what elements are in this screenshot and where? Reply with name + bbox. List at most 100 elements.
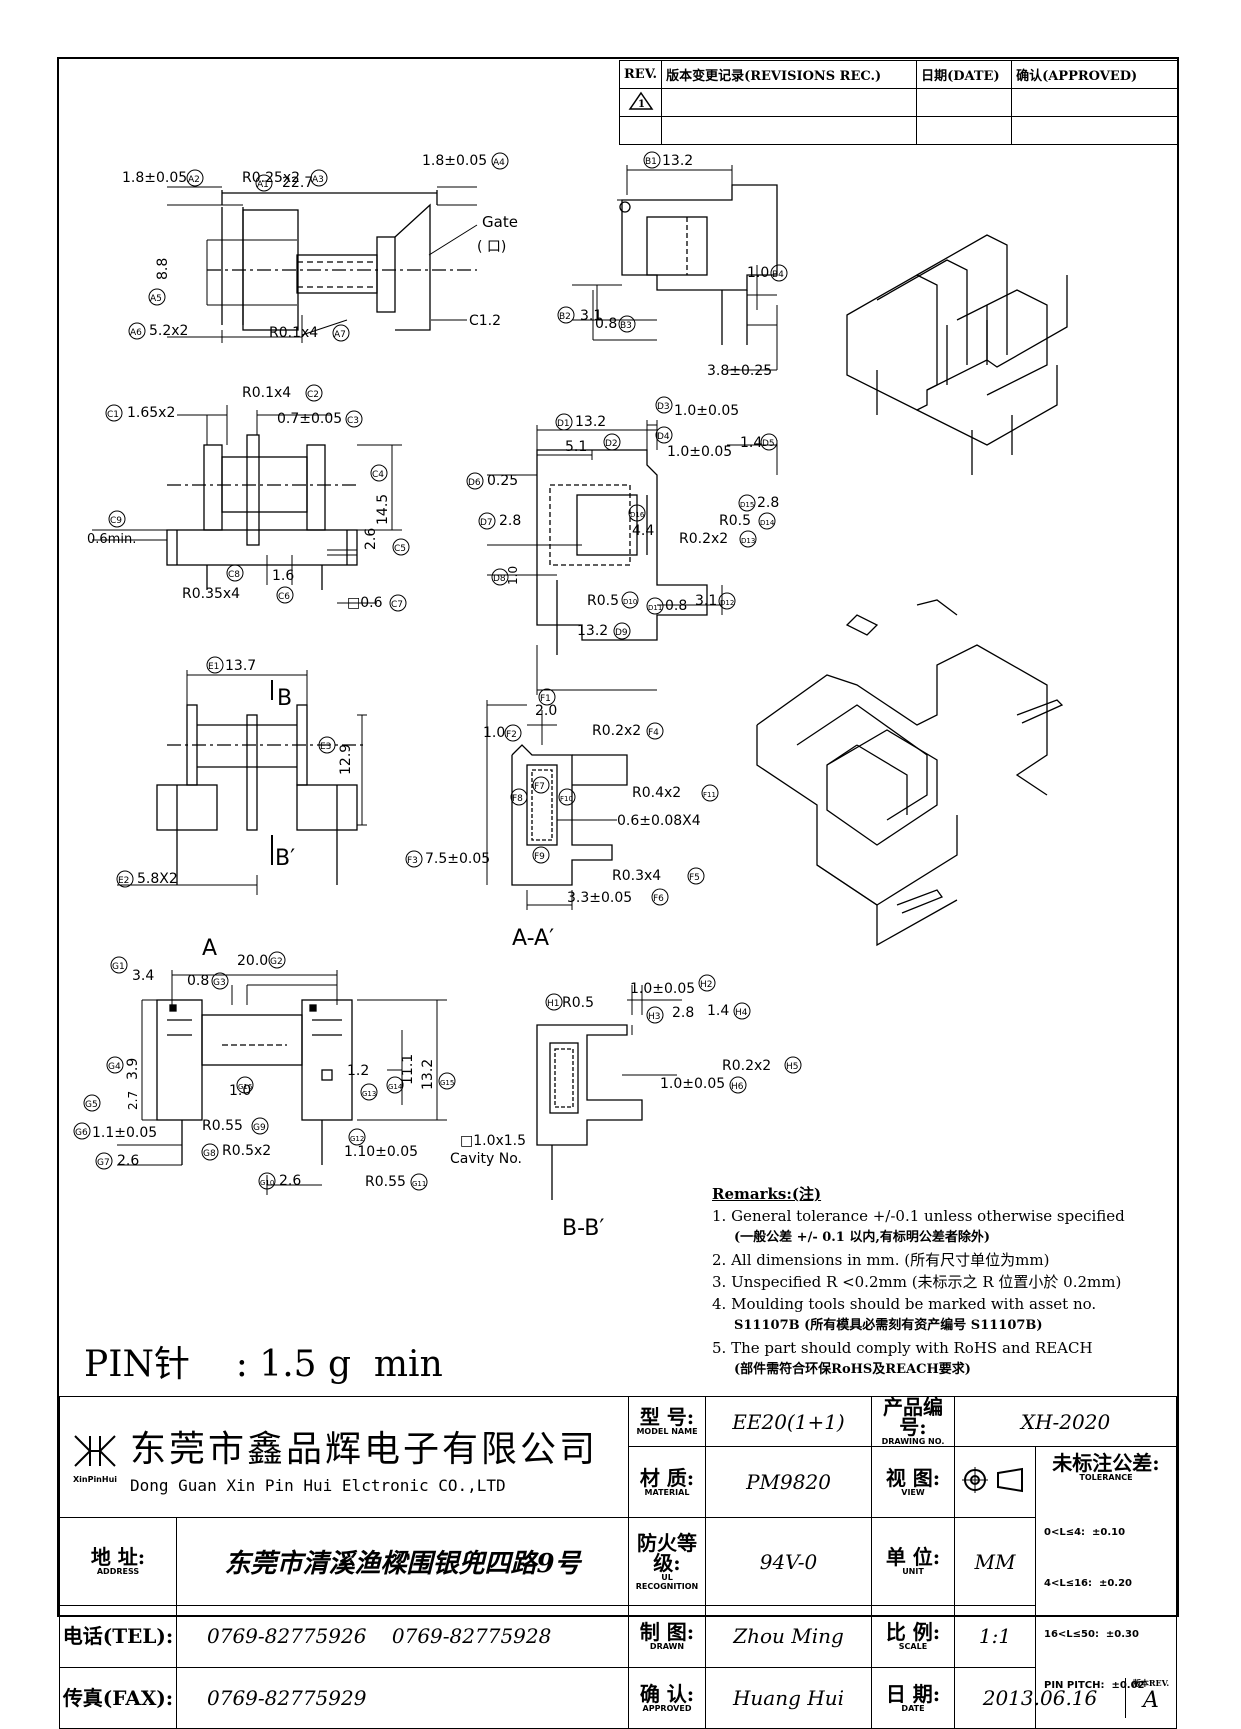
a3-label: R0.25x2 xyxy=(242,170,300,186)
c1-label: 1.65x2 xyxy=(127,405,175,421)
view-label-cell: 视 图: VIEW xyxy=(871,1445,955,1519)
drawing-area: 22.7 A1 1.8±0.05 A2 R0.25x2 A3 1.8±0.05 … xyxy=(57,145,1179,1400)
f3-tag: F3 xyxy=(407,856,418,866)
remark-5-cn: (部件需符合环保RoHS及REACH要求) xyxy=(734,1362,971,1377)
c6-label: 1.6 xyxy=(272,568,294,584)
f6-label: 3.3±0.05 xyxy=(567,890,632,906)
g6-label: 1.1±0.05 xyxy=(92,1125,157,1141)
projection-symbol-cell xyxy=(954,1445,1036,1519)
a4-label: 1.8±0.05 xyxy=(422,153,487,169)
h3-label: 2.8 xyxy=(672,1005,694,1021)
d7-tag: D7 xyxy=(480,518,493,528)
d7-label: 2.8 xyxy=(499,513,521,529)
f6-tag: F6 xyxy=(653,894,664,904)
g4-label: 3.9 xyxy=(125,1058,141,1080)
approved-label-cell: 确 认: APPROVED xyxy=(628,1667,706,1729)
address-label-cell: 地 址: ADDRESS xyxy=(59,1517,177,1606)
h4-label: 1.4 xyxy=(707,1003,729,1019)
e2-label: 5.8X2 xyxy=(137,871,178,887)
material-value: PM9820 xyxy=(705,1445,872,1519)
c2-tag: C2 xyxy=(307,390,319,400)
f5-label: R0.3x4 xyxy=(612,868,661,884)
revision-label: 版本REV. xyxy=(1132,1678,1170,1689)
top-view-c: 1.65x2 C1 R0.1x4 C2 0.7±0.05 C3 14.5 C4 … xyxy=(87,384,410,612)
f4-tag: F4 xyxy=(648,728,659,738)
d11-label: 0.8 xyxy=(665,598,687,614)
company-logo: XinPinHui xyxy=(60,1431,130,1484)
gate-mark: ( 口) xyxy=(477,239,506,255)
revisions-header: 版本变更记录(REVISIONS REC.) xyxy=(661,60,918,89)
company-name-en: Dong Guan Xin Pin Hui Elctronic CO.,LTD xyxy=(130,1475,506,1495)
isometric-view-top xyxy=(846,234,1068,475)
tolerance-sub: TOLERANCE xyxy=(1079,1473,1133,1482)
g13-tag: G13 xyxy=(362,1090,376,1098)
side-view-d: 13.2 D1 5.1 D2 1.0±0.05 D3 1.0±0.05 D4 1… xyxy=(466,396,779,695)
c4-tag: C4 xyxy=(372,470,384,480)
d9-tag: D9 xyxy=(615,628,628,638)
d2-tag: D2 xyxy=(605,439,618,449)
b2-tag: B2 xyxy=(559,312,571,322)
revision-table: REV. 版本变更记录(REVISIONS REC.) 日期(DATE) 确认(… xyxy=(618,60,1179,145)
remark-2: 2. All dimensions in mm. (所有尺寸单位为mm) xyxy=(712,1251,1050,1269)
f5-tag: F5 xyxy=(689,873,700,883)
h6-tag: H6 xyxy=(731,1082,744,1092)
c1-tag: C1 xyxy=(107,410,119,420)
approved-value: Huang Hui xyxy=(705,1667,872,1729)
h1-label: R0.5 xyxy=(562,995,594,1011)
b3-label: 0.8 xyxy=(595,316,617,332)
b2-label: 3.1 xyxy=(580,308,602,324)
remarks-title: Remarks:(注) xyxy=(712,1185,822,1203)
b-pitch-label: 3.8±0.25 xyxy=(707,363,772,379)
company-cell: XinPinHui 东莞市鑫品辉电子有限公司 Dong Guan Xin Pin… xyxy=(59,1395,629,1519)
d1-label: 13.2 xyxy=(575,414,606,430)
ul-label-cell: 防火等级: UL RECOGNITION xyxy=(628,1517,706,1606)
remark-5: 5. The part should comply with RoHS and … xyxy=(712,1339,1093,1357)
h6-label: 1.0±0.05 xyxy=(660,1076,725,1092)
d13-label: R0.2x2 xyxy=(679,531,728,547)
d3-tag: D3 xyxy=(657,402,670,412)
c4-label: 14.5 xyxy=(375,494,391,525)
unit-value: MM xyxy=(954,1517,1036,1606)
c7-tag: C7 xyxy=(391,600,403,610)
d6-tag: D6 xyxy=(468,478,481,488)
tolerance-label: 未标注公差: xyxy=(1052,1451,1160,1475)
rev-symbol-cell: 1 xyxy=(618,88,663,117)
c8-tag: C8 xyxy=(228,570,240,580)
f4-label: R0.2x2 xyxy=(592,723,641,739)
d5-tag: D5 xyxy=(762,439,775,449)
f3-label: 7.5±0.05 xyxy=(425,851,490,867)
d2-label: 5.1 xyxy=(565,439,587,455)
g5-label: 2.7 xyxy=(126,1091,140,1110)
g12-label: 1.10±0.05 xyxy=(344,1144,418,1160)
g2-tag: G2 xyxy=(270,957,283,967)
section-a-label: A xyxy=(202,936,217,961)
tolerance-cell: 未标注公差: TOLERANCE 0<L≤4: ±0.10 4<L≤16: ±0… xyxy=(1035,1446,1177,1729)
f1-tag: F1 xyxy=(540,694,551,704)
d10-label: R0.5 xyxy=(587,593,619,609)
title-block: XinPinHui 东莞市鑫品辉电子有限公司 Dong Guan Xin Pin… xyxy=(59,1395,1177,1729)
f11-tag: F11 xyxy=(703,791,716,799)
g11-tag: G11 xyxy=(412,1180,426,1188)
c9-tag: C9 xyxy=(110,516,122,526)
scale-label-cell: 比 例: SCALE xyxy=(871,1604,955,1669)
bottom-view-g: A 3.4 G1 20.0 G2 0.8 G3 3.9 G4 2.7 G5 1.… xyxy=(73,936,526,1195)
drawn-label-cell: 制 图: DRAWN xyxy=(628,1604,706,1669)
g8-tag: G8 xyxy=(203,1149,216,1159)
e3-tag: E3 xyxy=(320,742,331,752)
h1-tag: H1 xyxy=(547,999,560,1009)
front-view: 22.7 A1 1.8±0.05 A2 R0.25x2 A3 1.8±0.05 … xyxy=(122,152,518,343)
remark-4: 4. Moulding tools should be marked with … xyxy=(712,1295,1097,1313)
revision-box: 版本REV. A xyxy=(1125,1678,1176,1719)
e3-label: 12.9 xyxy=(338,744,354,775)
date-value: 2013.06.16 xyxy=(982,1686,1098,1711)
d8-tag: D8 xyxy=(493,574,506,584)
a6-label: 5.2x2 xyxy=(149,323,188,339)
h4-tag: H4 xyxy=(735,1008,748,1018)
c9-label: 0.6min. xyxy=(87,532,136,547)
remark-1-cn: (一般公差 +/- 0.1 以内,有标明公差者除外) xyxy=(734,1230,991,1245)
h5-tag: H5 xyxy=(786,1062,799,1072)
d8-label: 1.0 xyxy=(506,566,520,585)
g9-tag: G9 xyxy=(253,1123,266,1133)
f10-tag: F10 xyxy=(560,795,573,803)
d9-label: 13.2 xyxy=(577,623,608,639)
